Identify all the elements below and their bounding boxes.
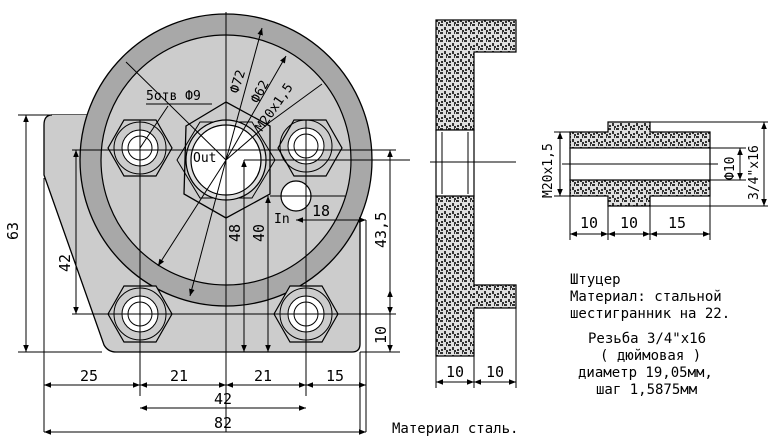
dim-42-vertical-label: 42 — [56, 254, 74, 272]
dim-82-label: 82 — [214, 414, 232, 432]
note-fitting-line-2: Материал: стальной — [570, 289, 722, 305]
note-fitting-line-1: Штуцер — [570, 272, 621, 288]
note-thread-line-4: шаг 1,5875мм — [596, 382, 698, 398]
dim-18-label: 18 — [312, 202, 330, 220]
fitting-view: М20x1,5 Ф10 3/4"x16 10 10 15 — [541, 121, 768, 240]
dim-25-label: 25 — [80, 367, 98, 385]
note-thread-line-2: ( дюймовая ) — [600, 348, 701, 364]
front-view: 5отв Ф9 Ф72 Ф62 М20x1,5 Out In 18 63 42 … — [4, 12, 410, 435]
dim-42-horizontal-label: 42 — [214, 390, 232, 408]
fitting-dim-10-b: 10 — [620, 214, 638, 232]
fitting-dia-10-label: Ф10 — [723, 157, 738, 180]
diameter-leaders — [125, 27, 323, 297]
in-label: In — [274, 212, 290, 227]
out-label: Out — [193, 151, 216, 166]
note-fitting-line-3: шестигранник на 22. — [570, 306, 730, 322]
fitting-dim-15: 15 — [668, 214, 686, 232]
note-thread-line-1: Резьба 3/4"x16 — [588, 331, 706, 347]
fitting-dim-10-a: 10 — [580, 214, 598, 232]
side-section-bottom — [435, 195, 517, 357]
dim-43-5-label: 43,5 — [372, 212, 390, 248]
dim-21-left-label: 21 — [170, 367, 188, 385]
vertical-dims — [18, 114, 400, 353]
note-material: Материал сталь. — [392, 421, 518, 437]
horizontal-dims — [43, 178, 367, 435]
dim-63-label: 63 — [4, 222, 22, 240]
note-thread-line-3: диаметр 19,05мм, — [578, 365, 713, 381]
fitting-section-top — [569, 121, 711, 149]
side-dim-10-right: 10 — [486, 363, 504, 381]
side-section — [435, 19, 517, 131]
notes: Штуцер Материал: стальной шестигранник н… — [392, 272, 730, 437]
dim-15-label: 15 — [326, 367, 344, 385]
side-view: 10 10 — [430, 19, 517, 388]
side-dim-10-left: 10 — [446, 363, 464, 381]
dim-21-right-label: 21 — [254, 367, 272, 385]
dim-10-label: 10 — [372, 326, 390, 344]
fitting-section-bottom — [569, 179, 711, 207]
fitting-thread-right-label: 3/4"x16 — [747, 145, 762, 200]
holes-label: 5отв Ф9 — [146, 89, 201, 104]
center-lines — [72, 12, 410, 432]
dim-40-label: 40 — [250, 224, 268, 242]
dia-72-label: Ф72 — [228, 68, 250, 95]
dim-48-label: 48 — [226, 224, 244, 242]
fitting-thread-left-label: М20x1,5 — [541, 143, 556, 198]
